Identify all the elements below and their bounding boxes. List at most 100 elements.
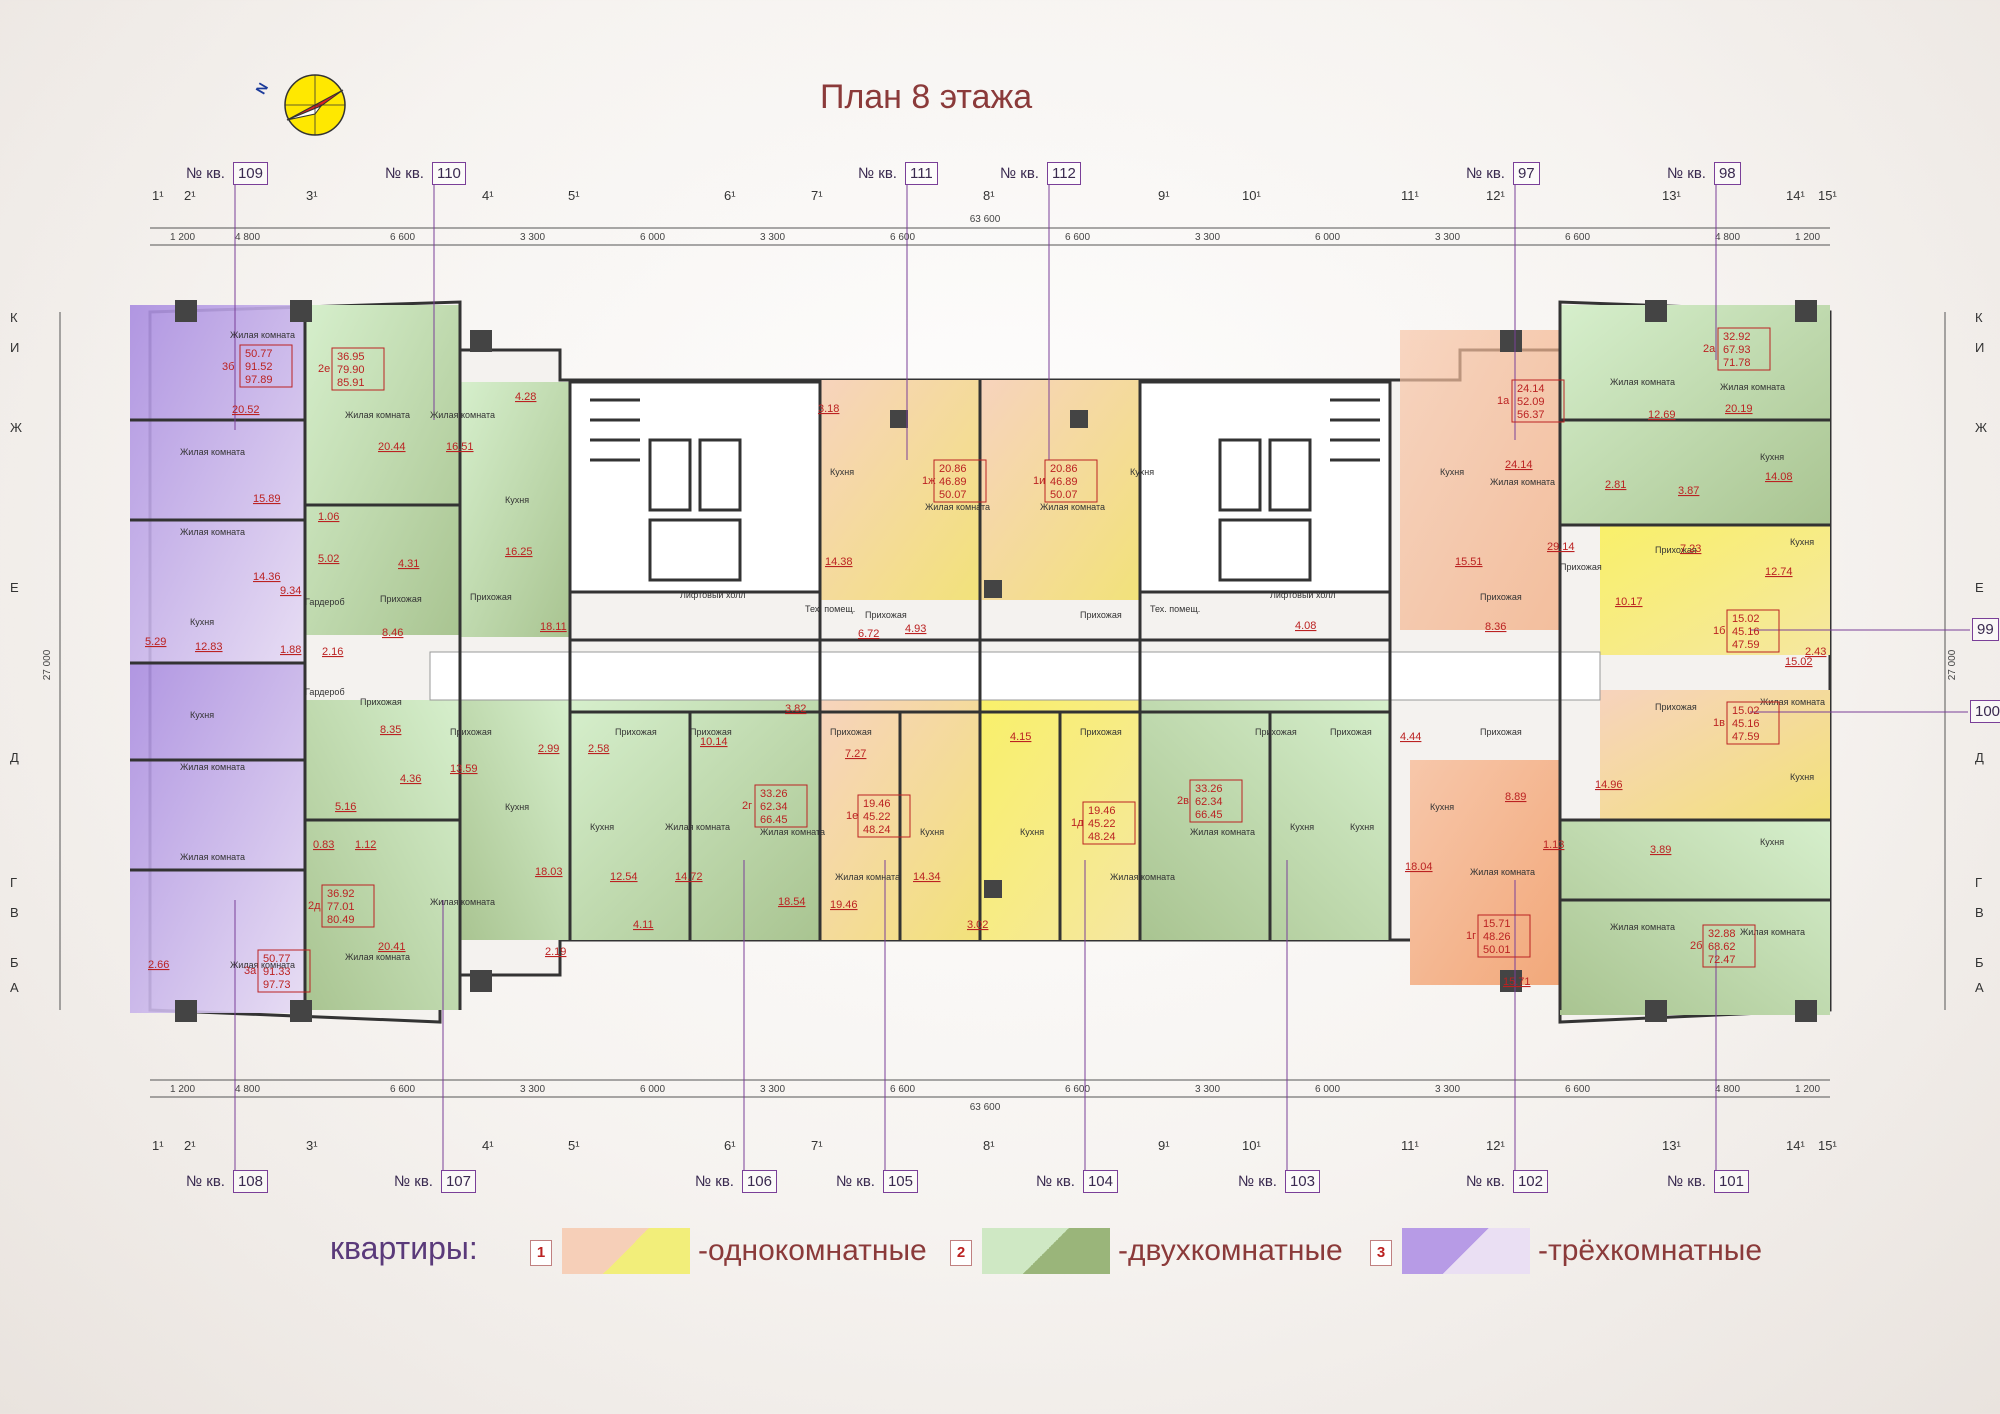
svg-text:8.46: 8.46 bbox=[382, 627, 403, 639]
svg-text:67.93: 67.93 bbox=[1723, 344, 1751, 356]
svg-text:18.04: 18.04 bbox=[1405, 861, 1433, 873]
corridor bbox=[429, 651, 1601, 701]
svg-text:Прихожая: Прихожая bbox=[1655, 702, 1697, 712]
legend-swatch-three-room bbox=[1402, 1228, 1530, 1274]
apt-label-112: № кв.112 bbox=[1000, 162, 1081, 185]
apt-label-107: № кв.107 bbox=[394, 1170, 476, 1193]
svg-text:50.77: 50.77 bbox=[245, 348, 273, 360]
svg-text:Гардероб: Гардероб bbox=[305, 687, 345, 697]
area-box-3b: 3б 50.77 91.52 97.89 bbox=[222, 344, 293, 388]
svg-text:Кухня: Кухня bbox=[1790, 537, 1814, 547]
svg-text:2а: 2а bbox=[1703, 343, 1716, 355]
area-box-2a: 2а 32.92 67.93 71.78 bbox=[1703, 327, 1771, 371]
svg-text:Жилая комната: Жилая комната bbox=[665, 822, 730, 832]
svg-text:Б: Б bbox=[10, 955, 19, 970]
svg-text:Тех. помещ.: Тех. помещ. bbox=[1150, 604, 1200, 614]
svg-text:29.14: 29.14 bbox=[1547, 541, 1575, 553]
svg-text:8.35: 8.35 bbox=[380, 724, 401, 736]
svg-text:27 000: 27 000 bbox=[1947, 649, 1958, 680]
svg-text:А: А bbox=[1975, 980, 1984, 995]
svg-text:Лифтовый холл: Лифтовый холл bbox=[1270, 590, 1336, 600]
svg-text:Жилая комната: Жилая комната bbox=[1040, 502, 1105, 512]
svg-text:В: В bbox=[1975, 905, 1984, 920]
svg-text:66.45: 66.45 bbox=[1195, 809, 1223, 821]
svg-text:1 200: 1 200 bbox=[1795, 232, 1820, 243]
svg-text:16.25: 16.25 bbox=[505, 546, 533, 558]
svg-text:2¹: 2¹ bbox=[184, 188, 196, 203]
apt-100-zone bbox=[1600, 690, 1830, 820]
svg-text:12.83: 12.83 bbox=[195, 641, 223, 653]
svg-text:20.44: 20.44 bbox=[378, 441, 406, 453]
svg-text:3.82: 3.82 bbox=[785, 703, 806, 715]
svg-text:3 300: 3 300 bbox=[520, 232, 545, 243]
svg-text:Тех. помещ.: Тех. помещ. bbox=[805, 604, 855, 614]
svg-text:1ж: 1ж bbox=[922, 475, 936, 487]
svg-text:9¹: 9¹ bbox=[1158, 188, 1170, 203]
svg-text:Жилая комната: Жилая комната bbox=[1190, 827, 1255, 837]
svg-text:6¹: 6¹ bbox=[724, 1138, 736, 1153]
svg-text:3 300: 3 300 bbox=[1435, 232, 1460, 243]
area-box-2d: 2д 36.92 77.01 80.49 bbox=[308, 884, 375, 928]
svg-text:48.24: 48.24 bbox=[1088, 831, 1116, 843]
svg-text:48.26: 48.26 bbox=[1483, 931, 1511, 943]
svg-text:2.43: 2.43 bbox=[1805, 646, 1826, 658]
svg-text:Жилая комната: Жилая комната bbox=[835, 872, 900, 882]
svg-text:Д: Д bbox=[1975, 750, 1984, 765]
legend-swatch-one-room bbox=[562, 1228, 690, 1274]
svg-text:1г: 1г bbox=[1466, 930, 1476, 942]
svg-text:47.59: 47.59 bbox=[1732, 639, 1760, 651]
svg-text:1.12: 1.12 bbox=[355, 839, 376, 851]
svg-text:46.89: 46.89 bbox=[939, 476, 967, 488]
area-box-1v: 1в 15.02 45.16 47.59 bbox=[1713, 701, 1780, 745]
area-box-1a: 1а 24.14 52.09 56.37 bbox=[1497, 379, 1565, 423]
svg-text:45.16: 45.16 bbox=[1732, 626, 1760, 638]
svg-text:32.92: 32.92 bbox=[1723, 331, 1751, 343]
svg-text:Прихожая: Прихожая bbox=[1080, 610, 1122, 620]
svg-text:15.02: 15.02 bbox=[1785, 656, 1813, 668]
svg-text:6 600: 6 600 bbox=[390, 1084, 415, 1095]
svg-text:Кухня: Кухня bbox=[1790, 772, 1814, 782]
svg-text:Лифтовый холл: Лифтовый холл bbox=[680, 590, 746, 600]
svg-text:72.47: 72.47 bbox=[1708, 954, 1736, 966]
svg-text:15.51: 15.51 bbox=[1455, 556, 1483, 568]
svg-text:1.13: 1.13 bbox=[1543, 839, 1564, 851]
svg-text:3 300: 3 300 bbox=[520, 1084, 545, 1095]
svg-text:10¹: 10¹ bbox=[1242, 1138, 1261, 1153]
area-box-2e: 2е 36.95 79.90 85.91 bbox=[318, 347, 385, 391]
svg-text:6 000: 6 000 bbox=[640, 1084, 665, 1095]
svg-text:1д: 1д bbox=[1071, 817, 1084, 829]
svg-text:Г: Г bbox=[10, 875, 17, 890]
svg-text:2в: 2в bbox=[1177, 795, 1189, 807]
svg-text:13¹: 13¹ bbox=[1662, 1138, 1681, 1153]
apt-label-110: № кв.110 bbox=[385, 162, 466, 185]
svg-text:3б: 3б bbox=[222, 361, 234, 373]
svg-text:Прихожая: Прихожая bbox=[1255, 727, 1297, 737]
svg-text:Прихожая: Прихожая bbox=[1080, 727, 1122, 737]
svg-text:Прихожая: Прихожая bbox=[470, 592, 512, 602]
svg-text:Кухня: Кухня bbox=[920, 827, 944, 837]
apt-label-101: № кв.101 bbox=[1667, 1170, 1749, 1193]
svg-text:1.06: 1.06 bbox=[318, 511, 339, 523]
apt-99-zone bbox=[1600, 525, 1830, 655]
svg-text:14.36: 14.36 bbox=[253, 571, 281, 583]
svg-text:К: К bbox=[1975, 310, 1983, 325]
svg-text:Жилая комната: Жилая комната bbox=[1470, 867, 1535, 877]
walls bbox=[130, 305, 1830, 1010]
svg-text:Жилая комната: Жилая комната bbox=[180, 852, 245, 862]
svg-text:15.02: 15.02 bbox=[1732, 613, 1760, 625]
svg-text:Жилая комната: Жилая комната bbox=[1740, 927, 1805, 937]
svg-text:4 800: 4 800 bbox=[235, 232, 260, 243]
svg-text:79.90: 79.90 bbox=[337, 364, 365, 376]
svg-text:91.33: 91.33 bbox=[263, 966, 291, 978]
svg-text:18.54: 18.54 bbox=[778, 896, 806, 908]
svg-text:Кухня: Кухня bbox=[190, 710, 214, 720]
svg-text:24.14: 24.14 bbox=[1505, 459, 1533, 471]
svg-text:Жилая комната: Жилая комната bbox=[1610, 922, 1675, 932]
legend-heading: квартиры: bbox=[330, 1230, 478, 1266]
svg-text:4.93: 4.93 bbox=[905, 623, 926, 635]
legend-code: 1 bbox=[530, 1240, 552, 1266]
compass-icon: N bbox=[255, 74, 346, 136]
svg-text:4.44: 4.44 bbox=[1400, 731, 1421, 743]
axis-right: К И Ж Е Д Г В Б А bbox=[1975, 310, 1987, 995]
svg-text:18.03: 18.03 bbox=[535, 866, 563, 878]
